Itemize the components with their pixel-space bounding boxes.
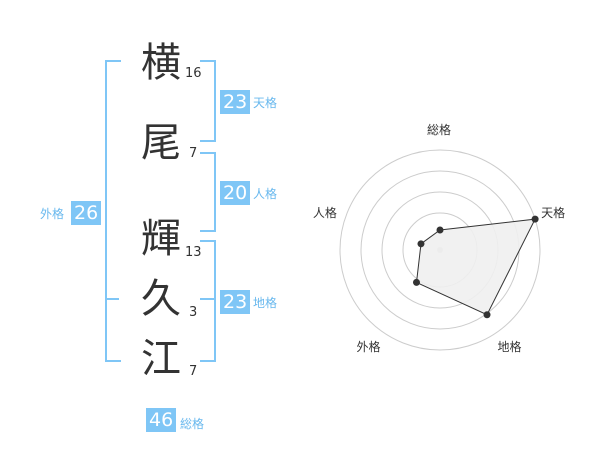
name-char-1: 横 [141, 40, 181, 86]
stroke-count-2: 7 [189, 146, 198, 161]
radar-point-3 [483, 311, 491, 319]
radar-axis-label-1: 総格 [427, 123, 452, 137]
chikaku-bracket [200, 240, 216, 362]
tenkaku-label: 天格 [253, 96, 278, 110]
stroke-count-5: 7 [189, 364, 198, 379]
tenkaku-value: 23 [220, 90, 251, 114]
radar-point-5 [417, 240, 425, 248]
soukaku-label: 総格 [180, 417, 205, 431]
radar-axis-label-3: 地格 [497, 340, 522, 355]
radar-point-2 [531, 215, 539, 223]
radar-area [415, 218, 536, 316]
radar-grid-ring [339, 149, 541, 351]
gaikaku-divider [105, 298, 119, 300]
soukaku-value: 46 [146, 408, 177, 432]
chikaku-divider [200, 298, 214, 300]
stroke-count-3: 13 [185, 245, 202, 260]
gaikaku-bracket [105, 60, 121, 362]
name-char-2: 尾 [141, 120, 181, 166]
stroke-count-4: 3 [189, 305, 198, 320]
radar-point-1 [436, 226, 444, 234]
radar-point-4 [412, 278, 420, 286]
tenkaku-bracket [200, 60, 216, 142]
stroke-count-1: 16 [185, 66, 202, 81]
jinkaku-bracket [200, 152, 216, 232]
gaikaku-label: 外格 [40, 207, 65, 221]
gaikaku-value: 26 [71, 201, 102, 225]
name-char-5: 江 [141, 336, 181, 382]
radar-axis-label-5: 人格 [312, 205, 337, 220]
radar-axis-label-2: 天格 [541, 205, 566, 220]
chikaku-value: 23 [220, 290, 251, 314]
name-char-4: 久 [141, 276, 181, 322]
chikaku-label: 地格 [253, 296, 278, 310]
jinkaku-label: 人格 [253, 187, 278, 201]
radar-axis-label-4: 外格 [356, 340, 381, 355]
name-char-3: 輝 [141, 216, 181, 262]
jinkaku-value: 20 [220, 181, 251, 205]
